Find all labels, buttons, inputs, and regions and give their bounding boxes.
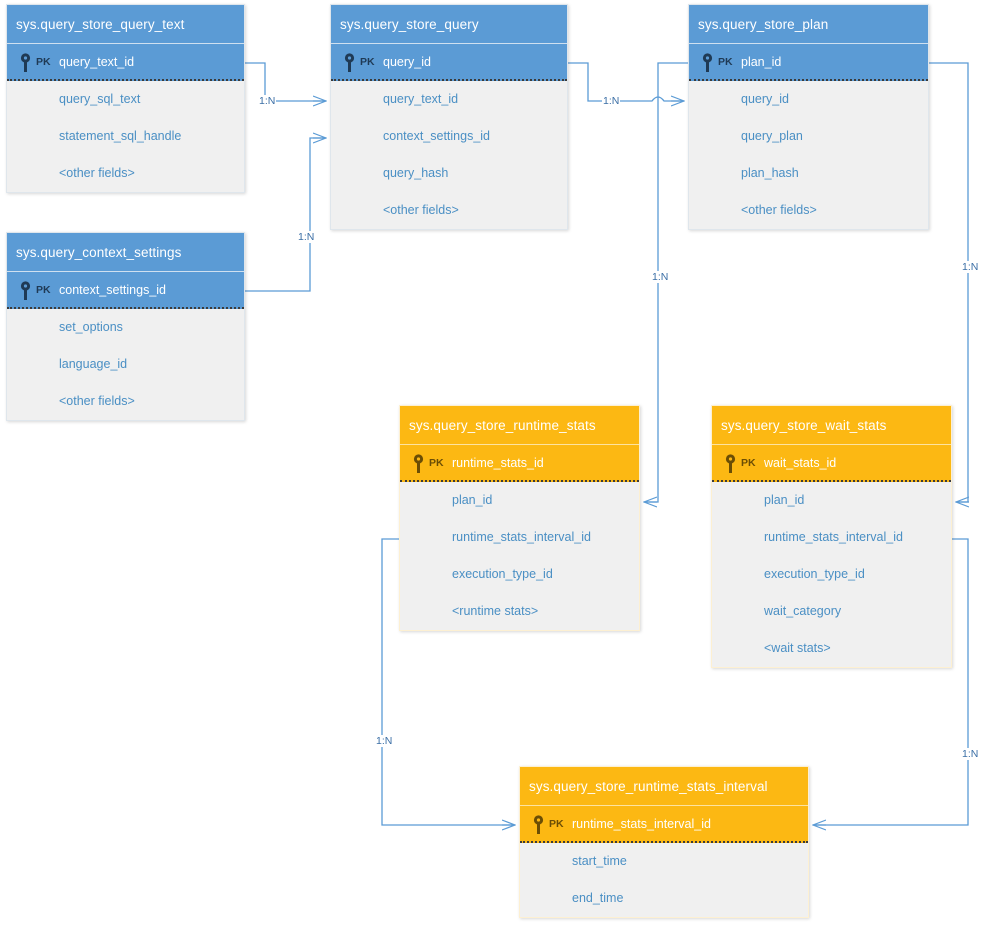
primary-key-row[interactable]: PK runtime_stats_id <box>400 445 639 482</box>
field-row: runtime_stats_interval_id <box>764 530 903 544</box>
cardinality-plan-wait: 1:N <box>961 261 980 273</box>
field-row: <wait stats> <box>764 641 831 655</box>
pk-field-name: context_settings_id <box>59 283 167 297</box>
field-row: runtime_stats_interval_id <box>452 530 591 544</box>
pk-label: PK <box>36 56 51 68</box>
field-row: execution_type_id <box>764 567 865 581</box>
entity-title: sys.query_store_runtime_stats_interval <box>520 767 808 806</box>
entity-title: sys.query_context_settings <box>7 233 244 272</box>
field-row: execution_type_id <box>452 567 553 581</box>
pk-field-name: runtime_stats_interval_id <box>572 817 711 831</box>
field-row: context_settings_id <box>383 129 491 143</box>
cardinality-runtime-interval: 1:N <box>375 735 394 747</box>
pk-label: PK <box>549 818 564 830</box>
cardinality-context-query: 1:N <box>297 231 316 243</box>
field-row: statement_sql_handle <box>59 129 182 143</box>
primary-key-row[interactable]: PK query_text_id <box>7 44 244 81</box>
key-icon <box>725 454 736 473</box>
pk-label: PK <box>360 56 375 68</box>
pk-label: PK <box>36 284 51 296</box>
cardinality-text-query: 1:N <box>258 95 277 107</box>
field-row: query_text_id <box>383 92 459 106</box>
entity-query-store-query[interactable]: sys.query_store_query PK query_id query_… <box>330 4 568 230</box>
entity-fields: query_sql_text statement_sql_handle <oth… <box>7 81 244 192</box>
field-row: <other fields> <box>59 394 135 408</box>
pk-field-name: query_id <box>383 55 431 69</box>
entity-fields: plan_id runtime_stats_interval_id execut… <box>400 482 639 630</box>
field-row: query_id <box>741 92 789 106</box>
entity-title: sys.query_store_runtime_stats <box>400 406 639 445</box>
entity-query-store-runtime-stats-interval[interactable]: sys.query_store_runtime_stats_interval P… <box>519 766 809 918</box>
key-icon <box>20 281 31 300</box>
entity-query-store-plan[interactable]: sys.query_store_plan PK plan_id query_id… <box>688 4 929 230</box>
primary-key-row[interactable]: PK context_settings_id <box>7 272 244 309</box>
cardinality-wait-interval: 1:N <box>961 748 980 760</box>
entity-title: sys.query_store_wait_stats <box>712 406 951 445</box>
pk-label: PK <box>741 457 756 469</box>
field-row: start_time <box>572 854 627 868</box>
field-row: <other fields> <box>383 203 459 217</box>
pk-field-name: query_text_id <box>59 55 135 69</box>
key-icon <box>702 53 713 72</box>
entity-title: sys.query_store_query <box>331 5 567 44</box>
key-icon <box>20 53 31 72</box>
connector-query-to-plan <box>568 62 684 101</box>
entity-fields: query_id query_plan plan_hash <other fie… <box>689 81 928 229</box>
cardinality-query-plan: 1:N <box>602 95 621 107</box>
pk-field-name: plan_id <box>741 55 782 69</box>
field-row: query_hash <box>383 166 449 180</box>
pk-label: PK <box>718 56 733 68</box>
key-icon <box>344 53 355 72</box>
pk-field-name: runtime_stats_id <box>452 456 544 470</box>
entity-fields: set_options language_id <other fields> <box>7 309 244 420</box>
entity-title: sys.query_store_query_text <box>7 5 244 44</box>
entity-query-store-query-text[interactable]: sys.query_store_query_text PK query_text… <box>6 4 245 193</box>
key-icon <box>413 454 424 473</box>
field-row: language_id <box>59 357 128 371</box>
entity-fields: plan_id runtime_stats_interval_id execut… <box>712 482 951 667</box>
entity-query-store-wait-stats[interactable]: sys.query_store_wait_stats PK wait_stats… <box>711 405 952 668</box>
field-row: <runtime stats> <box>452 604 539 618</box>
entity-query-context-settings[interactable]: sys.query_context_settings PK context_se… <box>6 232 245 421</box>
cardinality-plan-runtime: 1:N <box>651 271 670 283</box>
entity-fields: start_time end_time <box>520 843 808 917</box>
primary-key-row[interactable]: PK wait_stats_id <box>712 445 951 482</box>
entity-query-store-runtime-stats[interactable]: sys.query_store_runtime_stats PK runtime… <box>399 405 640 631</box>
field-row: <other fields> <box>741 203 817 217</box>
field-row: set_options <box>59 320 123 334</box>
field-row: wait_category <box>764 604 842 618</box>
field-row: plan_id <box>764 493 805 507</box>
pk-label: PK <box>429 457 444 469</box>
entity-fields: query_text_id context_settings_id query_… <box>331 81 567 229</box>
primary-key-row[interactable]: PK plan_id <box>689 44 928 81</box>
pk-field-name: wait_stats_id <box>764 456 837 470</box>
field-row: <other fields> <box>59 166 135 180</box>
primary-key-row[interactable]: PK query_id <box>331 44 567 81</box>
connector-context-to-query <box>245 138 326 292</box>
key-icon <box>533 815 544 834</box>
field-row: end_time <box>572 891 624 905</box>
field-row: query_plan <box>741 129 803 143</box>
field-row: query_sql_text <box>59 92 141 106</box>
field-row: plan_id <box>452 493 493 507</box>
field-row: plan_hash <box>741 166 799 180</box>
entity-title: sys.query_store_plan <box>689 5 928 44</box>
primary-key-row[interactable]: PK runtime_stats_interval_id <box>520 806 808 843</box>
